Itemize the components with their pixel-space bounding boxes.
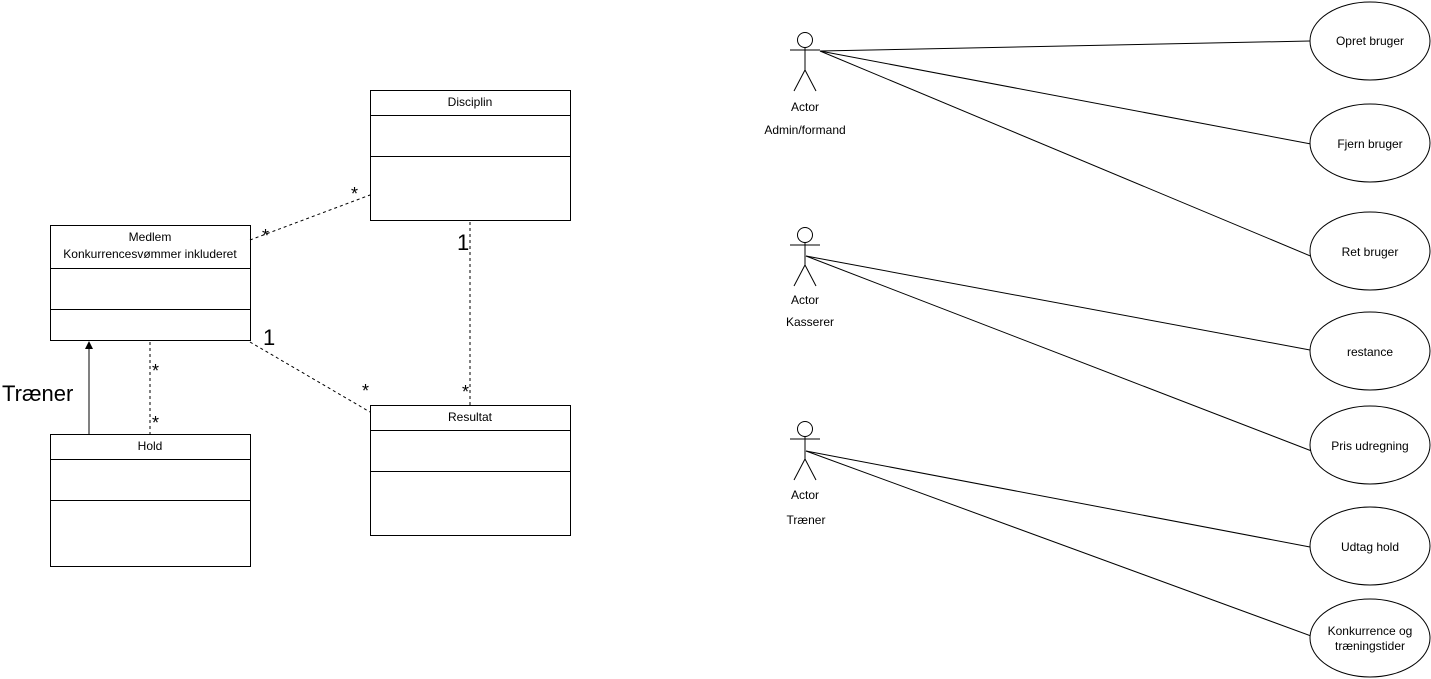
actor-kasserer[interactable] [790,227,820,287]
usecase-opret-bruger[interactable]: Opret bruger [1309,1,1431,81]
usecase-opret-bruger-label: Opret bruger [1336,34,1404,48]
usecase-konkurrence-label-line2: træningstider [1335,639,1405,653]
link-traener-konkurrence[interactable] [805,450,1323,641]
usecase-udtag-hold-label: Udtag hold [1341,540,1399,554]
actor-kasserer-role: Kasserer [786,315,834,329]
stick-figure-icon [790,421,820,481]
stick-figure-icon [790,32,820,92]
class-disciplin[interactable]: Disciplin [370,90,571,221]
usecase-ret-bruger[interactable]: Ret bruger [1309,211,1431,291]
usecase-pris-udregning[interactable]: Pris udregning [1309,405,1431,485]
link-admin-opret[interactable] [819,40,1311,52]
link-traener-udtag[interactable] [805,450,1311,548]
actor-kasserer-label: Actor [791,293,819,307]
usecase-fjern-bruger-label: Fjern bruger [1337,137,1402,151]
actor-admin-role: Admin/formand [764,123,845,137]
mult-medlem-resultat-resultat: * [362,381,369,401]
mult-disciplin-resultat-resultat: * [462,382,469,402]
actor-traener-label: Actor [791,488,819,502]
usecase-udtag-hold[interactable]: Udtag hold [1309,506,1431,586]
class-medlem[interactable]: Medlem Konkurrencesvømmer inkluderet [50,225,251,341]
usecase-pris-udregning-label: Pris udregning [1331,439,1408,453]
actor-traener[interactable] [790,421,820,481]
assoc-medlem-resultat[interactable] [249,341,371,413]
usecase-konkurrence-traeningstider[interactable]: Konkurrence og træningstider [1309,598,1431,678]
actor-admin[interactable] [790,32,820,92]
mult-medlem-hold-medlem: * [152,361,159,381]
mult-medlem-disciplin-disciplin: * [351,184,358,204]
stick-figure-icon [790,227,820,287]
link-admin-fjern[interactable] [819,50,1312,145]
class-resultat-name: Resultat [448,410,493,424]
class-hold-name: Hold [138,439,163,453]
usecase-restance-label: restance [1347,345,1393,359]
actor-traener-role: Træner [787,513,826,527]
link-kasserer-pris[interactable] [805,255,1323,456]
mult-disciplin-resultat-disciplin: 1 [457,230,469,255]
class-hold[interactable]: Hold [50,434,251,567]
class-medlem-subtitle: Konkurrencesvømmer inkluderet [63,247,237,261]
class-medlem-name: Medlem [129,230,172,244]
mult-medlem-resultat-medlem: 1 [263,325,275,350]
label-traener-arrow: Træner [2,381,73,406]
usecase-ret-bruger-label: Ret bruger [1342,245,1399,259]
mult-medlem-disciplin-medlem: * [262,226,269,246]
usecase-restance[interactable]: restance [1309,311,1431,391]
class-resultat[interactable]: Resultat [370,405,571,536]
mult-medlem-hold-hold: * [152,413,159,433]
usecase-fjern-bruger[interactable]: Fjern bruger [1309,103,1431,183]
class-disciplin-name: Disciplin [448,95,493,109]
link-kasserer-restance[interactable] [805,255,1311,351]
usecase-links [805,40,1323,641]
usecase-konkurrence-label-line1: Konkurrence og [1328,624,1413,638]
actor-admin-label: Actor [791,100,819,114]
link-admin-ret[interactable] [819,50,1321,261]
